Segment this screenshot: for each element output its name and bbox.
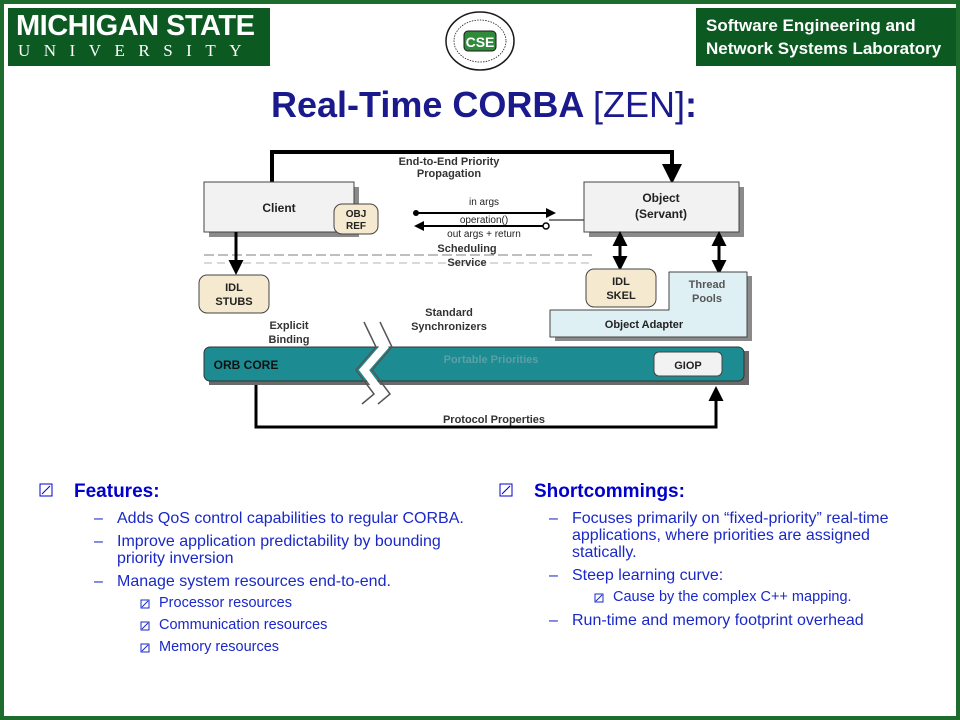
orb-core-bar <box>203 346 745 382</box>
portable-priorities-label: Portable Priorities <box>444 354 539 366</box>
thread-pools-label-1: Thread <box>689 279 726 291</box>
sub-bullet-icon <box>140 643 150 653</box>
scheduling-label: Scheduling <box>437 243 496 255</box>
bullet-icon <box>39 483 53 497</box>
servant-label: (Servant) <box>635 207 687 221</box>
giop-label: GIOP <box>674 360 702 372</box>
binding-break-line <box>371 321 393 405</box>
in-args-label: in args <box>469 197 499 208</box>
orb-core-label: ORB CORE <box>214 358 279 372</box>
idl-skel-box <box>585 268 657 308</box>
end-to-end-label: End-to-End Priority <box>399 156 501 168</box>
lab-name-line1: Software Engineering and <box>706 16 916 35</box>
cse-seal-text: CSE <box>466 34 495 50</box>
features-subitem-text: Memory resources <box>159 639 280 655</box>
shortcomings-heading-text: Shortcommings: <box>534 481 685 502</box>
lab-name-line2: Network Systems Laboratory <box>706 39 942 58</box>
idl-stubs-label-1: IDL <box>225 282 243 294</box>
features-subitem: Communication resources <box>34 617 484 634</box>
binding-label: Binding <box>269 334 310 346</box>
features-column: Features: –Adds QoS control capabilities… <box>34 480 484 656</box>
standard-label: Standard <box>425 307 473 319</box>
features-item: –Improve application predictability by b… <box>94 533 441 567</box>
slide-title: Real-Time CORBA [ZEN]: <box>4 84 956 126</box>
shortcomings-column: Shortcommings: –Focuses primarily on “fi… <box>494 480 934 629</box>
bullet-icon <box>499 483 513 497</box>
sub-bullet-icon <box>140 599 150 609</box>
protocol-properties-line <box>254 385 724 429</box>
features-item-text: Adds QoS control capabilities to regular… <box>117 510 464 527</box>
object-adapter-label: Object Adapter <box>605 319 684 331</box>
title-main: Real-Time CORBA <box>270 84 594 125</box>
protocol-properties-label: Protocol Properties <box>443 414 545 426</box>
title-colon: : <box>685 84 698 125</box>
idl-skel-label-1: IDL <box>612 276 630 288</box>
idl-skel-label-2: SKEL <box>606 290 636 302</box>
features-item: –Manage system resources end-to-end. <box>94 573 391 590</box>
features-item-text: Manage system resources end-to-end. <box>117 573 391 590</box>
obj-ref-label-2: REF <box>346 221 366 232</box>
object-adapter-box <box>549 271 748 338</box>
features-subitem: Processor resources <box>34 595 484 612</box>
features-heading: Features: <box>34 480 484 504</box>
shortcomings-subitem: Cause by the complex C++ mapping. <box>494 589 934 606</box>
client-label: Client <box>262 201 295 215</box>
shortcomings-item: –Steep learning curve: <box>549 567 724 584</box>
features-subitem-text: Processor resources <box>159 595 292 611</box>
in-args-dot <box>413 210 419 216</box>
features-subitem-text: Communication resources <box>159 617 328 633</box>
obj-ref-label-1: OBJ <box>346 209 367 220</box>
sub-bullet-icon <box>140 621 150 631</box>
msu-logo: MICHIGAN STATE UNIVERSITY <box>8 8 270 66</box>
binding-break-line <box>355 321 377 405</box>
corba-architecture-diagram: End-to-End Priority Propagation Client O… <box>198 150 752 429</box>
giop-box <box>653 351 723 377</box>
out-args-label: out args + return <box>447 229 521 240</box>
cse-seal-logo: CSE <box>445 11 515 71</box>
explicit-label: Explicit <box>269 320 308 332</box>
msu-name-line1: MICHIGAN STATE <box>16 10 255 42</box>
shortcomings-item-text: Focuses primarily on “fixed-priority” re… <box>572 510 889 561</box>
msu-name-line2: UNIVERSITY <box>18 41 255 60</box>
priority-propagation-line <box>270 150 682 184</box>
features-item: –Adds QoS control capabilities to regula… <box>94 510 464 527</box>
client-box <box>203 181 355 233</box>
shortcomings-item: –Focuses primarily on “fixed-priority” r… <box>549 510 889 561</box>
lab-logo: Software Engineering and Network Systems… <box>696 8 956 66</box>
features-heading-text: Features: <box>74 481 160 502</box>
shortcomings-item-text: Steep learning curve: <box>572 567 724 584</box>
shortcomings-subitem-text: Cause by the complex C++ mapping. <box>613 589 852 605</box>
object-box <box>583 181 740 233</box>
idl-stubs-label-2: STUBS <box>215 296 252 308</box>
out-args-dot <box>542 222 550 230</box>
idl-stubs-box <box>198 274 270 314</box>
thread-pools-label-2: Pools <box>692 293 722 305</box>
service-label: Service <box>447 257 486 269</box>
binding-break <box>358 320 389 408</box>
shortcomings-item: –Run-time and memory footprint overhead <box>549 612 864 629</box>
features-subitem: Memory resources <box>34 639 484 656</box>
sub-bullet-icon <box>594 593 604 603</box>
obj-ref-box <box>333 203 379 235</box>
title-zen: [ZEN] <box>593 84 686 125</box>
synchronizers-label: Synchronizers <box>411 321 487 333</box>
operation-label: operation() <box>460 215 508 226</box>
features-item-text: Improve application predictability by bo… <box>117 533 441 567</box>
shortcomings-item-text: Run-time and memory footprint overhead <box>572 612 864 629</box>
propagation-label: Propagation <box>417 168 481 180</box>
shortcomings-heading: Shortcommings: <box>494 480 934 504</box>
object-label: Object <box>642 191 679 205</box>
